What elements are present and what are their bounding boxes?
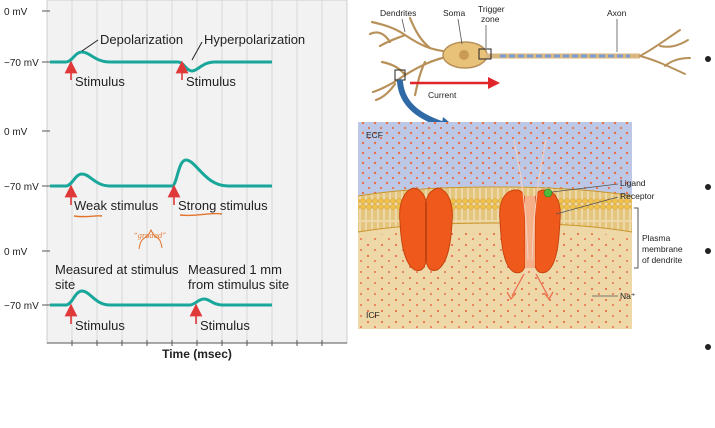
trace-weak-strong: [50, 158, 272, 188]
trigger-zone-box: [478, 48, 492, 60]
depolarization-label: Depolarization: [100, 32, 183, 47]
y-label-zero-1: 0 mV: [4, 7, 28, 18]
nucleus: [459, 50, 469, 60]
trace-attenuation: [50, 289, 272, 307]
influx-arrowhead-left: [506, 291, 517, 301]
underline-weak: [73, 215, 103, 218]
icf-label: ICF: [366, 310, 380, 320]
depolarization-pointer: [81, 39, 99, 52]
dendrite-branches: [368, 16, 452, 102]
stimulus-label-3a: Stimulus: [75, 318, 125, 333]
slide-bullet-1: [705, 56, 711, 62]
bilayer-inner-edge: [358, 222, 632, 233]
membrane-illustration: ECF ICF Ligand Receptor Plasma membrane …: [358, 122, 683, 329]
plasma-membrane-bracket: [634, 207, 639, 269]
measured-far-label-line2: from stimulus site: [188, 277, 289, 292]
hyperpolarization-label: Hyperpolarization: [204, 32, 305, 47]
stimulus-label-1b: Stimulus: [186, 74, 236, 89]
y-axis-ticks: [42, 10, 50, 306]
y-label-zero-2: 0 mV: [4, 127, 28, 138]
graded-potential-graphs: Time (msec) 0 mV −70 mV 0 mV −70 mV 0 mV…: [4, 0, 348, 361]
x-axis-ticks: [71, 340, 323, 346]
receptor-label: Receptor: [620, 191, 655, 201]
slide-bullet-2: [705, 184, 711, 190]
x-axis-label: Time (msec): [162, 347, 232, 361]
slide-bullet-3: [705, 248, 711, 254]
weak-stimulus-label: Weak stimulus: [74, 198, 159, 213]
plasma-membrane-label-line1: Plasma: [642, 233, 671, 243]
neuron-illustration: Dendrites Soma Trigger zone Axon Current: [368, 4, 691, 134]
current-label: Current: [428, 90, 457, 100]
receptor-pointer: [555, 196, 619, 215]
ligand-label: Ligand: [620, 178, 646, 188]
hyperpolarization-pointer: [191, 41, 203, 61]
y-label-rest-3: −70 mV: [4, 301, 39, 312]
receptor-pore: [525, 196, 535, 268]
soma-pointer: [457, 18, 463, 45]
zoom-pointer-arrow: [397, 79, 451, 129]
influx-arrow-right: [535, 273, 549, 297]
trace-depol-hyperpol: [50, 50, 272, 73]
measured-far-label-line1: Measured 1 mm: [188, 262, 282, 277]
underline-strong: [179, 212, 223, 217]
time-gridlines: [71, 0, 323, 343]
current-arrow-head: [488, 77, 500, 89]
trigger-zone-label-line2: zone: [481, 14, 500, 24]
dendrites-pointer: [401, 18, 406, 33]
stimulus-label-3b: Stimulus: [200, 318, 250, 333]
icf-ions: [358, 229, 632, 329]
trigger-zone-label-line1: Trigger: [478, 4, 505, 14]
handwritten-brace: [138, 228, 163, 250]
ecf-label: ECF: [366, 130, 383, 140]
axon-label: Axon: [607, 8, 627, 18]
y-label-rest-1: −70 mV: [4, 58, 39, 69]
stimulus-label-1a: Stimulus: [75, 74, 125, 89]
soma-label: Soma: [443, 8, 465, 18]
y-label-rest-2: −70 mV: [4, 182, 39, 193]
measured-site-label-line1: Measured at stimulus: [55, 262, 179, 277]
plasma-membrane-label-line3: of dendrite: [642, 255, 682, 265]
slide-bullet-4: [705, 344, 711, 350]
ligand-molecule: [543, 188, 553, 198]
ion-flow-lines: [499, 139, 561, 303]
influx-arrow-left: [511, 273, 525, 297]
receptor-channel-right: [534, 189, 561, 274]
ligand-pointer: [551, 183, 619, 193]
bilayer-outer-edge: [358, 186, 632, 197]
influx-arrowhead-right: [543, 291, 554, 301]
na-ion-label: Na⁺: [620, 291, 635, 301]
y-label-zero-3: 0 mV: [4, 247, 28, 258]
ecf-ions: [358, 122, 632, 196]
handwritten-graded-note: “graded”: [134, 232, 167, 240]
dendrites-label: Dendrites: [380, 8, 416, 18]
measured-site-label-line2: site: [55, 277, 75, 292]
axon-terminals: [639, 29, 691, 75]
strong-stimulus-label: Strong stimulus: [178, 198, 268, 213]
plasma-membrane-label-line2: membrane: [642, 244, 683, 254]
